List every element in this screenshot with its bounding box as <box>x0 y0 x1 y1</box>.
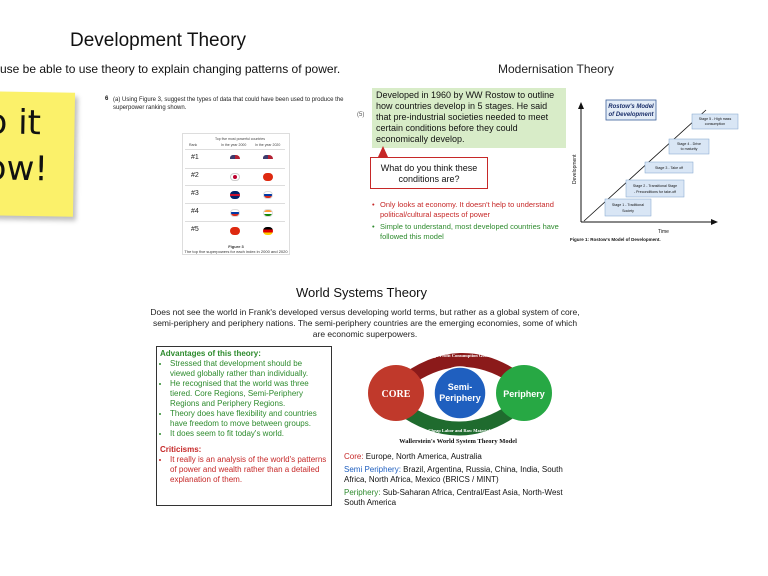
figure-caption-text: The top five superpowers for each index … <box>184 249 288 254</box>
semi-periphery-region-text: Brazil, Argentina, Russia, China, India,… <box>344 465 563 484</box>
advantage-item: He recognised that the world was three t… <box>170 379 328 409</box>
wallerstein-caption: Wallerstein's World System Theory Model <box>399 438 517 445</box>
figure-caption-number: Figure 3 <box>228 244 244 249</box>
russia-flag-icon <box>263 191 273 199</box>
criticism-item: It really is an analysis of the world's … <box>170 455 328 485</box>
rostow-stage-5: Stage 5 - High mass <box>699 117 732 121</box>
modernisation-title: Modernisation Theory <box>498 62 614 76</box>
criticisms-list: It really is an analysis of the world's … <box>160 455 328 485</box>
periphery-region: Periphery: Sub-Saharan Africa, Central/E… <box>344 488 574 508</box>
modernisation-advantage: Simple to understand, most developed cou… <box>380 222 559 241</box>
advantages-heading: Advantages of this theory: <box>160 349 261 358</box>
rank-4: #4 <box>191 208 199 215</box>
rostow-title-line1: Rostow's Model <box>608 104 654 110</box>
modernisation-description: Developed in 1960 by WW Rostow to outlin… <box>372 88 566 148</box>
rank-2: #2 <box>191 172 199 179</box>
rostow-title-line2: of Development <box>608 112 654 118</box>
bottom-arrow-label: Cheap Labor and Raw Materials <box>428 428 492 433</box>
advantage-item: Stressed that development should be view… <box>170 359 328 379</box>
semi-periphery-label-line2: Periphery <box>439 393 481 403</box>
sticky-note: o it ow! <box>0 91 76 217</box>
rostow-stage-2-sub: - Preconditions for take-off <box>634 190 676 194</box>
rank-3: #3 <box>191 190 199 197</box>
page-title: Development Theory <box>70 30 247 51</box>
region-list: Core: Europe, North America, Australia S… <box>344 452 574 511</box>
rostow-stage-1-sub: Society <box>622 209 634 213</box>
rostow-stage-1: Stage 1 - Traditional <box>612 203 644 207</box>
callout-pointer <box>378 146 388 157</box>
page-subtitle: use be able to use theory to explain cha… <box>0 62 341 76</box>
rank-5: #5 <box>191 226 199 233</box>
usa-flag-icon <box>263 155 273 163</box>
uk-flag-icon <box>230 191 240 199</box>
figure-header: Top five most powerful countries <box>215 137 265 141</box>
periphery-region-text: Sub-Saharan Africa, Central/East Asia, N… <box>344 488 563 507</box>
modernisation-criticism: Only looks at economy. It doesn't help t… <box>380 200 554 219</box>
rostow-stage-3: Stage 3 - Take off <box>655 166 683 170</box>
advantages-criticisms-box: Advantages of this theory: Stressed that… <box>156 346 332 506</box>
conditions-question-callout: What do you think these conditions are? <box>370 157 488 189</box>
core-region-label: Core: <box>344 452 364 461</box>
world-systems-description: Does not see the world in Frank's develo… <box>150 307 580 339</box>
wallerstein-world-system-diagram: CORE Semi- Periphery Periphery High Prof… <box>368 353 552 445</box>
advantages-list: Stressed that development should be view… <box>160 359 328 439</box>
rostow-x-axis-label: Time <box>658 229 669 235</box>
core-label: CORE <box>382 389 411 400</box>
core-region: Core: Europe, North America, Australia <box>344 452 574 462</box>
question-text: (a) Using Figure 3, suggest the types of… <box>113 97 344 111</box>
semi-periphery-label-line1: Semi- <box>448 382 473 392</box>
periphery-label: Periphery <box>503 389 545 399</box>
figure-col-rank: Rank <box>189 143 198 147</box>
figure-caption: Figure 3 The top five superpowers for ea… <box>183 244 289 254</box>
question-number: 6 <box>105 96 109 102</box>
germany-flag-icon <box>263 227 273 235</box>
japan-flag-icon <box>230 173 240 181</box>
sticky-note-text: o it ow! <box>0 102 49 190</box>
rostow-y-axis-label: Development <box>572 154 578 184</box>
advantage-item: Theory does have flexibility and countri… <box>170 409 328 429</box>
semi-periphery-region: Semi Periphery: Brazil, Argentina, Russi… <box>344 465 574 485</box>
rostow-model-diagram: Rostow's Model of Development Developmen… <box>570 99 739 242</box>
china-flag-icon <box>230 227 240 235</box>
modernisation-bullet-dot: • <box>372 222 375 231</box>
figure-3-table: Top five most powerful countries Rank In… <box>182 133 290 255</box>
question-marks: (5) <box>357 112 365 118</box>
rostow-caption: Figure 1: Rostow's Model of Development. <box>570 237 661 242</box>
figure-col-2000: In the year 2000 <box>221 143 247 147</box>
world-systems-title: World Systems Theory <box>296 285 428 300</box>
core-region-text: Europe, North America, Australia <box>363 452 482 461</box>
russia-flag-icon <box>230 209 240 217</box>
advantage-item: It does seem to fit today's world. <box>170 429 328 439</box>
rostow-stage-4: Stage 4 - Drive <box>677 142 701 146</box>
periphery-region-label: Periphery: <box>344 488 381 497</box>
criticisms-heading: Criticisms: <box>160 445 202 454</box>
usa-flag-icon <box>230 155 240 163</box>
figure-col-2020: In the year 2020 <box>255 143 281 147</box>
rostow-stage-2: Stage 2 - Transitional Stage <box>633 184 677 188</box>
rank-1: #1 <box>191 154 199 161</box>
china-flag-icon <box>263 173 273 181</box>
india-flag-icon <box>263 209 273 217</box>
rostow-stage-5-sub: consumption <box>705 122 725 126</box>
semi-periphery-region-label: Semi Periphery: <box>344 465 401 474</box>
rostow-stage-4-sub: to maturity <box>681 147 698 151</box>
top-arrow-label: High Profit Consumption Goods <box>429 353 492 358</box>
modernisation-bullet-dot: • <box>372 200 375 209</box>
